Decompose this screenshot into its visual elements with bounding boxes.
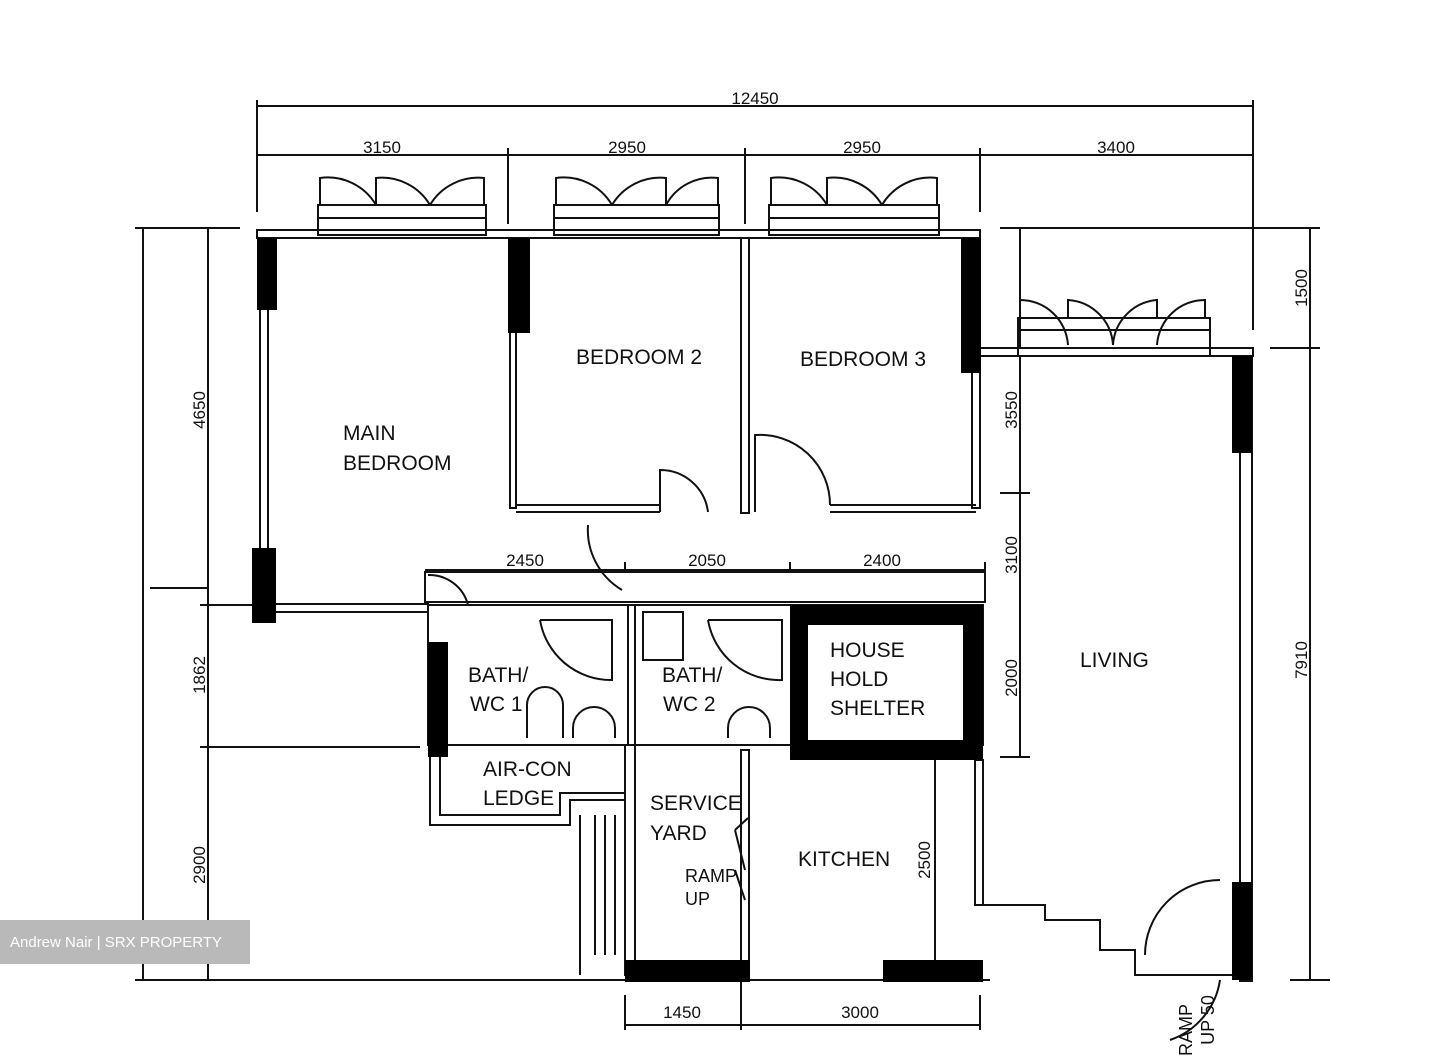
- room-shelter-line2: HOLD: [830, 668, 888, 691]
- room-main-bedroom-line2: BEDROOM: [343, 452, 452, 475]
- room-main-bedroom-line1: MAIN: [343, 422, 396, 445]
- ramp-up-50-line2: UP 50: [1198, 995, 1218, 1045]
- dim-right-7910: 7910: [1292, 641, 1311, 679]
- dim-bedroom2-width: 2950: [608, 138, 646, 157]
- ramp-up-label-line2: UP: [685, 889, 710, 909]
- room-service-yard-line2: YARD: [650, 822, 707, 845]
- dim-main-bedroom-width: 3150: [363, 138, 401, 157]
- watermark: Andrew Nair | SRX PROPERTY: [0, 920, 250, 964]
- room-bedroom-3: BEDROOM 3: [800, 348, 926, 371]
- dim-corridor-2450: 2450: [506, 551, 544, 570]
- dim-living-2000: 2000: [1002, 659, 1021, 697]
- dim-living-width: 3400: [1097, 138, 1135, 157]
- room-bath-wc1-line1: BATH/: [468, 664, 528, 687]
- ramp-up-50-line1: RAMP: [1176, 1004, 1196, 1056]
- dim-corridor-2050: 2050: [688, 551, 726, 570]
- dim-overall-width: 12450: [731, 89, 778, 108]
- room-kitchen: KITCHEN: [798, 848, 890, 871]
- room-aircon-ledge-line2: LEDGE: [483, 787, 554, 810]
- dim-corridor-2400: 2400: [863, 551, 901, 570]
- dim-kitchen-width: 3000: [841, 1003, 879, 1022]
- room-bath-wc1-line2: WC 1: [470, 693, 523, 716]
- room-shelter-line3: SHELTER: [830, 697, 925, 720]
- dim-right-1500: 1500: [1292, 269, 1311, 307]
- dim-left-4650: 4650: [190, 391, 209, 429]
- room-shelter-line1: HOUSE: [830, 639, 905, 662]
- dim-left-2900: 2900: [190, 846, 209, 884]
- dim-living-3100: 3100: [1002, 536, 1021, 574]
- ramp-up-label-line1: RAMP: [685, 866, 737, 886]
- dim-bedroom3-width: 2950: [843, 138, 881, 157]
- dim-living-3550: 3550: [1002, 391, 1021, 429]
- dim-left-1862: 1862: [190, 656, 209, 694]
- dim-kitchen-2500: 2500: [915, 841, 934, 879]
- dim-service-yard-width: 1450: [663, 1003, 701, 1022]
- room-bath-wc2-line2: WC 2: [663, 693, 716, 716]
- room-aircon-ledge-line1: AIR-CON: [483, 758, 572, 781]
- room-living: LIVING: [1080, 649, 1149, 672]
- room-bedroom-2: BEDROOM 2: [576, 346, 702, 369]
- room-service-yard-line1: SERVICE: [650, 792, 742, 815]
- room-bath-wc2-line1: BATH/: [662, 664, 722, 687]
